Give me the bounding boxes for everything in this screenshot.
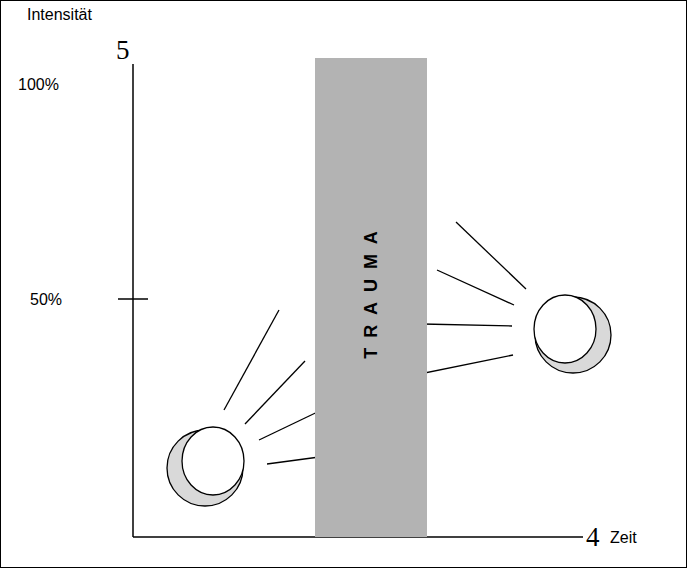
axis-symbol: 5 (116, 36, 130, 66)
ball-right (534, 295, 611, 373)
axis-symbol: 4 (586, 523, 600, 553)
ball-left (167, 427, 244, 506)
band-label: TRAUMA (362, 221, 380, 358)
trauma-band: TRAUMA (315, 58, 427, 537)
y-axis (132, 64, 134, 537)
tick-label: 50% (30, 291, 62, 309)
axis-tick (118, 298, 148, 300)
axis-title: Zeit (610, 529, 637, 547)
axis-title: Intensität (27, 6, 92, 24)
tick-label: 100% (18, 76, 59, 94)
